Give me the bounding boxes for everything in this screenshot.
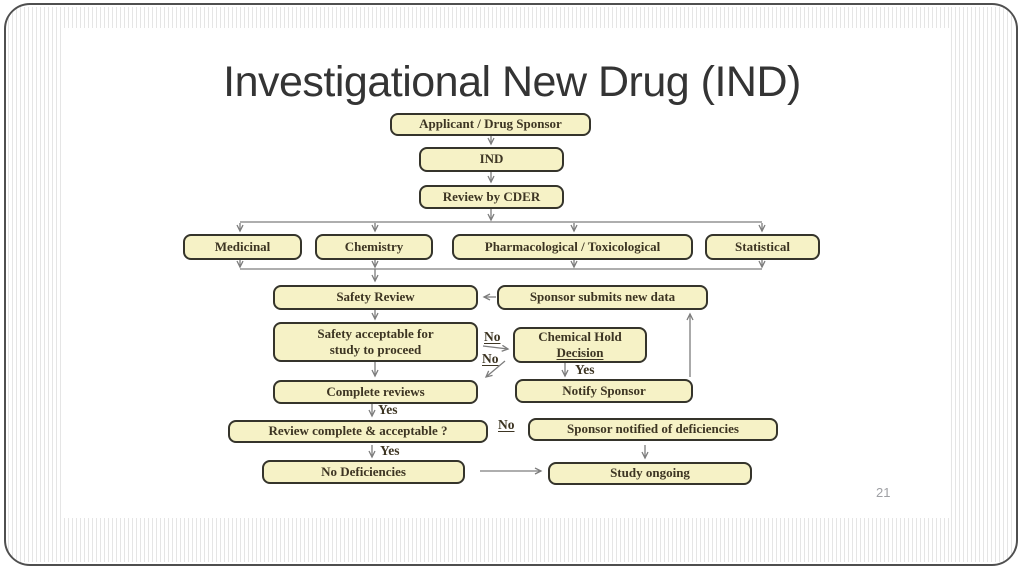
flow-node-label: Sponsor submits new data	[529, 289, 676, 305]
flow-node-sponsor-submits-new-data: Sponsor submits new data	[497, 285, 708, 310]
flow-node-statistical: Statistical	[705, 234, 820, 260]
stripe-band-top	[8, 7, 1014, 28]
label-yes-to-review-complete: Yes	[378, 402, 398, 417]
flow-node-sponsor-notified-of-deficiencies: Sponsor notified of deficiencies	[528, 418, 778, 441]
stripe-band-bottom	[8, 518, 1014, 562]
flow-node-label: Pharmacological / Toxicological	[484, 238, 661, 254]
flow-node-label: study to proceed	[329, 342, 422, 357]
flow-node-label: Chemistry	[344, 238, 404, 254]
stripe-band-right	[951, 7, 1014, 562]
label-no-to-complete-reviews: No	[482, 351, 499, 366]
label-yes-to-notify-sponsor: Yes	[575, 362, 595, 377]
flow-node-study-ongoing: Study ongoing	[548, 462, 752, 485]
label-no-to-sponsor-notified: No	[498, 417, 515, 432]
flow-node-label: Decision	[556, 345, 604, 360]
flow-connector	[486, 360, 506, 377]
flow-node-ind: IND	[419, 147, 564, 172]
flow-node-label: Complete reviews	[326, 383, 425, 399]
flow-node-label: Medicinal	[214, 238, 271, 254]
flow-node-notify-sponsor: Notify Sponsor	[515, 379, 693, 403]
label-yes-to-no-deficiencies: Yes	[380, 443, 400, 458]
flow-node-pharmacological-toxicological: Pharmacological / Toxicological	[452, 234, 693, 260]
flow-node-label: IND	[479, 151, 504, 167]
flow-node-chemistry: Chemistry	[315, 234, 433, 260]
label-no-to-chemical-hold: No	[484, 329, 501, 344]
slide-title: Investigational New Drug (IND)	[223, 58, 801, 106]
slide-frame	[4, 3, 1018, 566]
flow-node-safety-review: Safety Review	[273, 285, 478, 310]
flow-node-label: Statistical	[735, 238, 790, 254]
page-number: 21	[876, 485, 891, 500]
flow-node-label: Chemical Hold	[538, 328, 622, 344]
flow-node-label: Review complete & acceptable ?	[268, 423, 448, 439]
flow-node-label: Review by CDER	[442, 188, 541, 204]
flow-node-label: Safety Review	[336, 289, 415, 305]
flow-node-complete-reviews: Complete reviews	[273, 380, 478, 404]
flow-node-review-complete-acceptable: Review complete & acceptable ?	[228, 420, 488, 443]
flow-node-applicant-drug-sponsor: Applicant / Drug Sponsor	[390, 113, 591, 136]
flow-connector	[482, 346, 508, 349]
flow-node-label: Applicant / Drug Sponsor	[419, 116, 562, 132]
flow-node-label: Sponsor notified of deficiencies	[566, 421, 739, 437]
flow-node-label: Study ongoing	[610, 465, 690, 481]
flow-node-label: Notify Sponsor	[562, 382, 646, 398]
flow-node-review-by-cder: Review by CDER	[419, 185, 564, 209]
flow-node-no-deficiencies: No Deficiencies	[262, 460, 465, 484]
flow-node-label: No Deficiencies	[321, 463, 406, 479]
flow-node-medicinal: Medicinal	[183, 234, 302, 260]
stripe-band-left	[8, 7, 64, 562]
flow-node-label: Safety acceptable for	[317, 325, 434, 341]
